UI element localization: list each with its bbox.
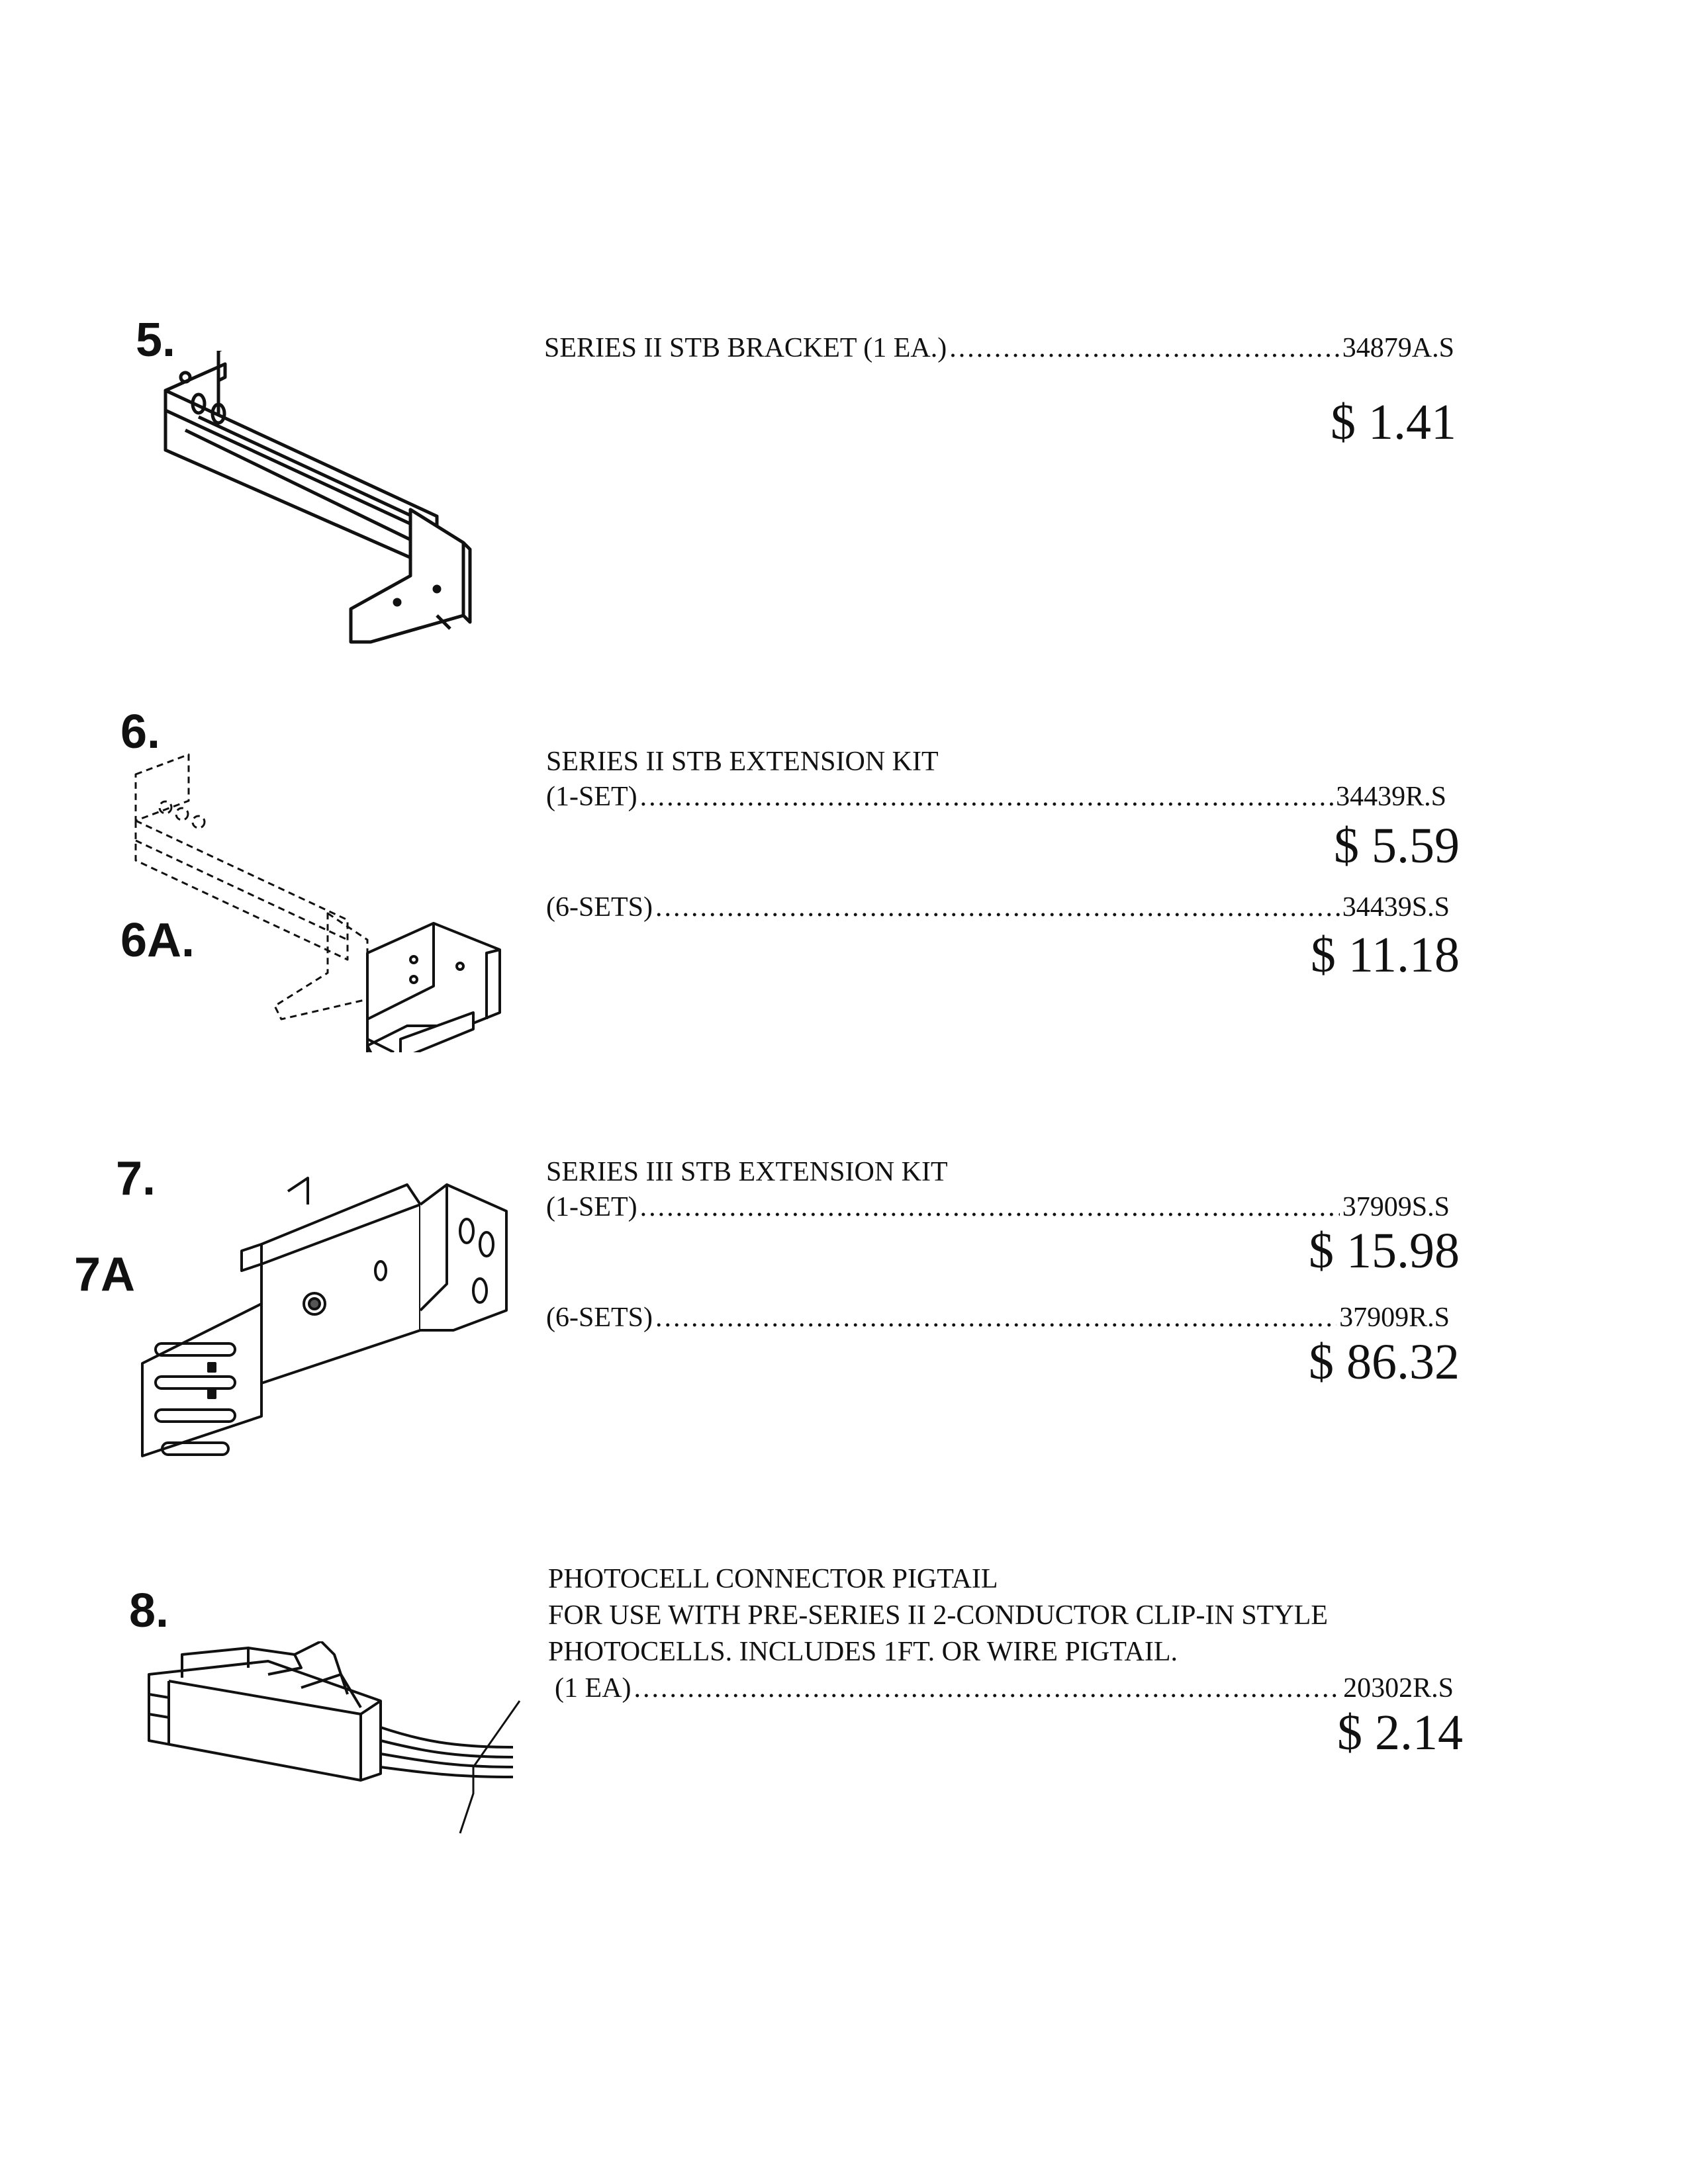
item-number: 6. xyxy=(120,705,161,758)
photocell-pigtail-connector-icon xyxy=(136,1641,533,1840)
price-line: (1-SET) 37909S.S xyxy=(546,1193,1450,1221)
leader-dots xyxy=(655,1304,1336,1332)
item-label: SERIES II STB BRACKET (1 EA.) xyxy=(544,333,947,363)
part-number: 20302R.S xyxy=(1343,1673,1454,1704)
stb-extension-kit-icon xyxy=(129,748,513,1052)
leader-dots xyxy=(949,334,1340,362)
part-number: 37909R.S xyxy=(1339,1302,1450,1333)
price: $ 1.41 xyxy=(1331,394,1456,450)
item-number: 7. xyxy=(116,1152,156,1205)
price-line: (6-SETS) 37909R.S xyxy=(546,1304,1450,1332)
part-number: 34439S.S xyxy=(1342,892,1450,923)
leader-dots xyxy=(655,893,1340,921)
price: $ 86.32 xyxy=(1309,1334,1460,1390)
price: $ 5.59 xyxy=(1334,818,1460,874)
item-title: SERIES III STB EXTENSION KIT xyxy=(546,1157,948,1187)
item-description-line: FOR USE WITH PRE-SERIES II 2-CONDUCTOR C… xyxy=(548,1600,1328,1631)
series-iii-extension-kit-icon xyxy=(136,1165,526,1469)
leader-dots xyxy=(633,1674,1340,1702)
price: $ 11.18 xyxy=(1310,927,1460,983)
item-label: (1 EA) xyxy=(555,1673,632,1704)
item-subnumber: 6A. xyxy=(120,914,195,967)
item-label: (1-SET) xyxy=(546,1192,637,1222)
part-number: 37909S.S xyxy=(1342,1192,1450,1222)
item-number: 8. xyxy=(129,1584,169,1637)
price-line: (1-SET) 34439R.S xyxy=(546,783,1446,811)
item-subnumber: 7A xyxy=(74,1248,136,1301)
item-label: (1-SET) xyxy=(546,782,637,812)
item-number: 5. xyxy=(136,314,176,367)
price-line: (6-SETS) 34439S.S xyxy=(546,893,1450,921)
item-label: (6-SETS) xyxy=(546,1302,653,1333)
leader-dots xyxy=(640,1193,1340,1221)
price-line: (1 EA) 20302R.S xyxy=(555,1674,1454,1702)
item-label: (6-SETS) xyxy=(546,892,653,923)
part-number: 34439R.S xyxy=(1336,782,1446,812)
item-title: SERIES II STB EXTENSION KIT xyxy=(546,747,939,777)
price: $ 15.98 xyxy=(1309,1223,1460,1279)
item-title: PHOTOCELL CONNECTOR PIGTAIL xyxy=(548,1564,998,1594)
item-description-line: PHOTOCELLS. INCLUDES 1FT. OR WIRE PIGTAI… xyxy=(548,1637,1178,1667)
price-line: SERIES II STB BRACKET (1 EA.) 34879A.S xyxy=(544,334,1454,362)
stb-bracket-icon xyxy=(159,351,477,655)
leader-dots xyxy=(640,783,1333,811)
part-number: 34879A.S xyxy=(1342,333,1454,363)
price: $ 2.14 xyxy=(1337,1705,1463,1760)
